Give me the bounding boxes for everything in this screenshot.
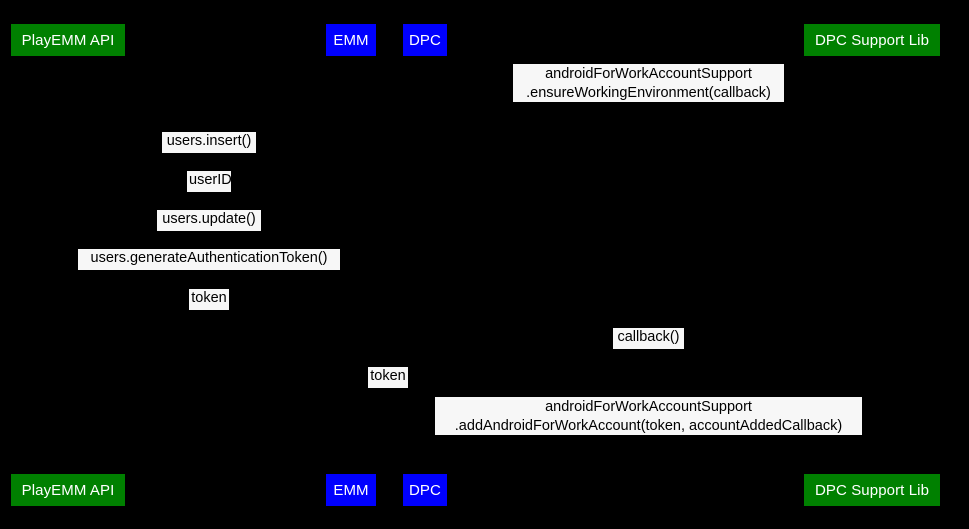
message-line-1: token (370, 368, 406, 384)
message-line-2: .addAndroidForWorkAccount(token, account… (454, 418, 843, 434)
participant-label: PlayEMM API (21, 31, 115, 49)
message-label-m1[interactable]: androidForWorkAccountSupport .ensureWorki… (513, 64, 784, 102)
message-line-1: users.update() (162, 211, 256, 227)
message-line-1: token (191, 290, 227, 306)
participant-label: DPC Support Lib (814, 481, 930, 499)
lifeline-emm (351, 56, 352, 474)
participant-bottom-supplib[interactable]: DPC Support Lib (804, 474, 940, 506)
message-line-1: callback() (617, 329, 680, 345)
message-label-m6[interactable]: token (189, 289, 229, 310)
participant-top-emm[interactable]: EMM (326, 24, 376, 56)
participant-bottom-playemm[interactable]: PlayEMM API (11, 474, 125, 506)
lifeline-supplib (872, 56, 873, 474)
participant-top-playemm[interactable]: PlayEMM API (11, 24, 125, 56)
message-line-1: androidForWorkAccountSupport (545, 66, 752, 82)
message-line-1: userID (189, 172, 232, 188)
participant-bottom-emm[interactable]: EMM (326, 474, 376, 506)
lifeline-dpc (425, 56, 426, 474)
message-line-1: androidForWorkAccountSupport (545, 399, 752, 415)
lifeline-playemm (68, 56, 69, 474)
participant-label: EMM (333, 31, 369, 49)
participant-top-dpc[interactable]: DPC (403, 24, 447, 56)
message-line-1: users.generateAuthenticationToken() (90, 250, 328, 266)
message-label-m2[interactable]: users.insert() (162, 132, 256, 153)
message-label-m5[interactable]: users.generateAuthenticationToken() (78, 249, 340, 270)
participant-label: EMM (333, 481, 369, 499)
message-label-m7[interactable]: callback() (613, 328, 684, 349)
participant-label: DPC Support Lib (814, 31, 930, 49)
participant-label: DPC (409, 481, 441, 499)
message-label-m3[interactable]: userID (187, 171, 232, 192)
message-label-m4[interactable]: users.update() (157, 210, 261, 231)
message-line-1: users.insert() (166, 133, 252, 149)
message-label-m9[interactable]: androidForWorkAccountSupport .addAndroidF… (435, 397, 862, 435)
message-label-m8[interactable]: token (368, 367, 408, 388)
participant-top-supplib[interactable]: DPC Support Lib (804, 24, 940, 56)
participant-bottom-dpc[interactable]: DPC (403, 474, 447, 506)
participant-label: DPC (409, 31, 441, 49)
message-line-2: .ensureWorkingEnvironment(callback) (526, 85, 771, 101)
participant-label: PlayEMM API (21, 481, 115, 499)
